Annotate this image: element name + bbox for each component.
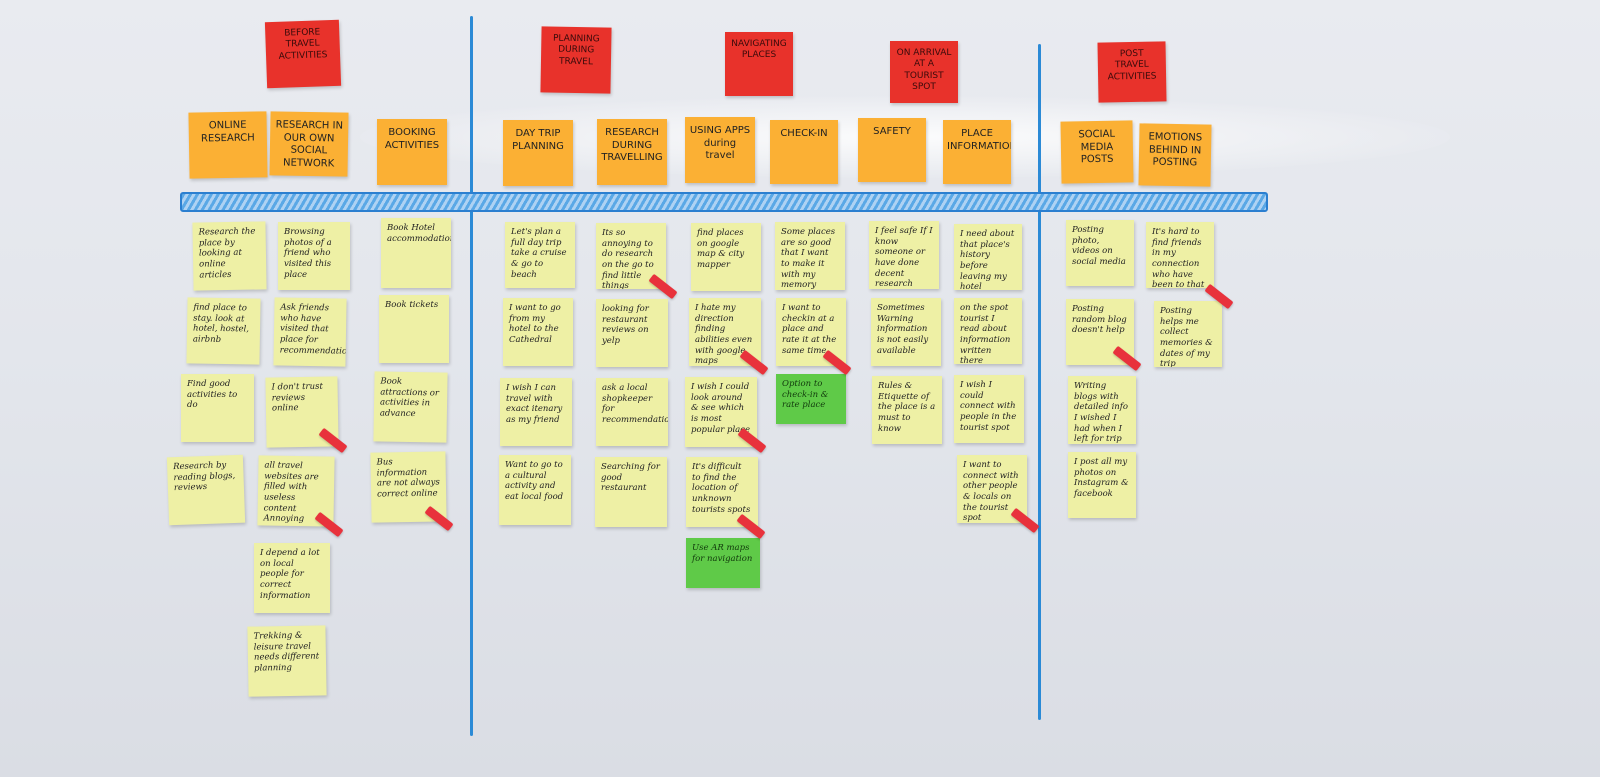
category-research-during-travelling: RESEARCH DURING TRAVELLING [597, 119, 667, 185]
category-safety: SAFETY [858, 118, 926, 182]
horizontal-marker-bar [180, 192, 1268, 212]
sticky-note: Searching for good restaurant [595, 457, 667, 527]
sticky-note: I depend a lot on local people for corre… [254, 543, 330, 613]
sticky-note: Posting helps me collect memories & date… [1154, 301, 1222, 367]
category-social-media-posts: SOCIAL MEDIA POSTS [1060, 120, 1134, 184]
divider-line [1038, 44, 1041, 720]
sticky-note: It's hard to find friends in my connecti… [1146, 222, 1214, 288]
sticky-note: on the spot tourist I read about informa… [954, 298, 1022, 364]
category-day-trip-planning: DAY TRIP PLANNING [503, 120, 573, 186]
stage-on-arrival: ON ARRIVAL AT A TOURIST SPOT [890, 41, 958, 103]
divider-line [470, 16, 473, 736]
sticky-note: Use AR maps for navigation [686, 538, 760, 588]
sticky-note: I wish I can travel with exact itenary a… [500, 378, 572, 446]
category-check-in: CHECK-IN [770, 120, 838, 184]
sticky-note: I need about that place's history before… [954, 224, 1022, 290]
sticky-note: I want to go from my hotel to the Cathed… [503, 298, 573, 366]
stage-planning-during-travel: PLANNING DURING TRAVEL [540, 26, 612, 94]
sticky-note: It's difficult to find the location of u… [686, 457, 758, 527]
sticky-note: Book tickets [379, 295, 449, 363]
sticky-note: Want to go to a cultural activity and ea… [499, 455, 571, 525]
category-online-research: ONLINE RESEARCH [188, 111, 268, 179]
sticky-note: Writing blogs with detailed info I wishe… [1068, 376, 1136, 444]
sticky-note: I wish I could connect with people in th… [954, 375, 1024, 443]
sticky-note: Trekking & leisure travel needs differen… [247, 625, 327, 697]
sticky-note: I hate my direction finding abilities ev… [689, 298, 761, 366]
category-research-social-network: RESEARCH IN OUR OWN SOCIAL NETWORK [269, 111, 349, 177]
sticky-note: Research the place by looking at online … [192, 221, 267, 291]
sticky-note: Book attractions or activities in advanc… [373, 371, 448, 443]
sticky-note: find places on google map & city mapper [691, 223, 761, 291]
category-using-apps: USING APPS during travel [685, 117, 755, 183]
sticky-note: I feel safe If I know someone or have do… [869, 221, 939, 289]
sticky-note: Rules & Etiquette of the place is a must… [872, 376, 942, 444]
sticky-note: Some places are so good that I want to m… [775, 222, 845, 290]
stage-navigating-places: NAVIGATING PLACES [725, 32, 793, 96]
sticky-note: I wish I could look around & see which i… [685, 377, 757, 447]
sticky-note: I post all my photos on Instagram & face… [1068, 452, 1136, 518]
sticky-note: Browsing photos of a friend who visited … [278, 222, 350, 290]
sticky-note: Find good activities to do [181, 374, 254, 442]
stage-before-travel: BEFORE TRAVEL ACTIVITIES [264, 19, 342, 89]
sticky-note: Posting photo, videos on social media [1066, 220, 1134, 286]
category-place-information: PLACE INFORMATION [943, 120, 1011, 184]
sticky-note: find place to stay. look at hotel, hoste… [186, 297, 261, 365]
stage-post-travel: POST TRAVEL ACTIVITIES [1097, 41, 1167, 103]
sticky-note: Option to check-in & rate place [776, 374, 846, 424]
sticky-note: Book Hotel accommodation [381, 218, 451, 288]
sticky-note: Let's plan a full day trip take a cruise… [505, 222, 575, 288]
category-emotions-in-posting: EMOTIONS BEHIND IN POSTING [1138, 123, 1212, 187]
sticky-note: Sometimes Warning information is not eas… [871, 298, 941, 366]
sticky-note: Research by reading blogs, reviews [166, 454, 246, 526]
category-booking-activities: BOOKING ACTIVITIES [377, 119, 447, 185]
sticky-note: Ask friends who have visited that place … [273, 297, 347, 367]
sticky-note: looking for restaurant reviews on yelp [596, 299, 668, 367]
sticky-note: ask a local shopkeeper for recommendatio… [596, 378, 668, 446]
